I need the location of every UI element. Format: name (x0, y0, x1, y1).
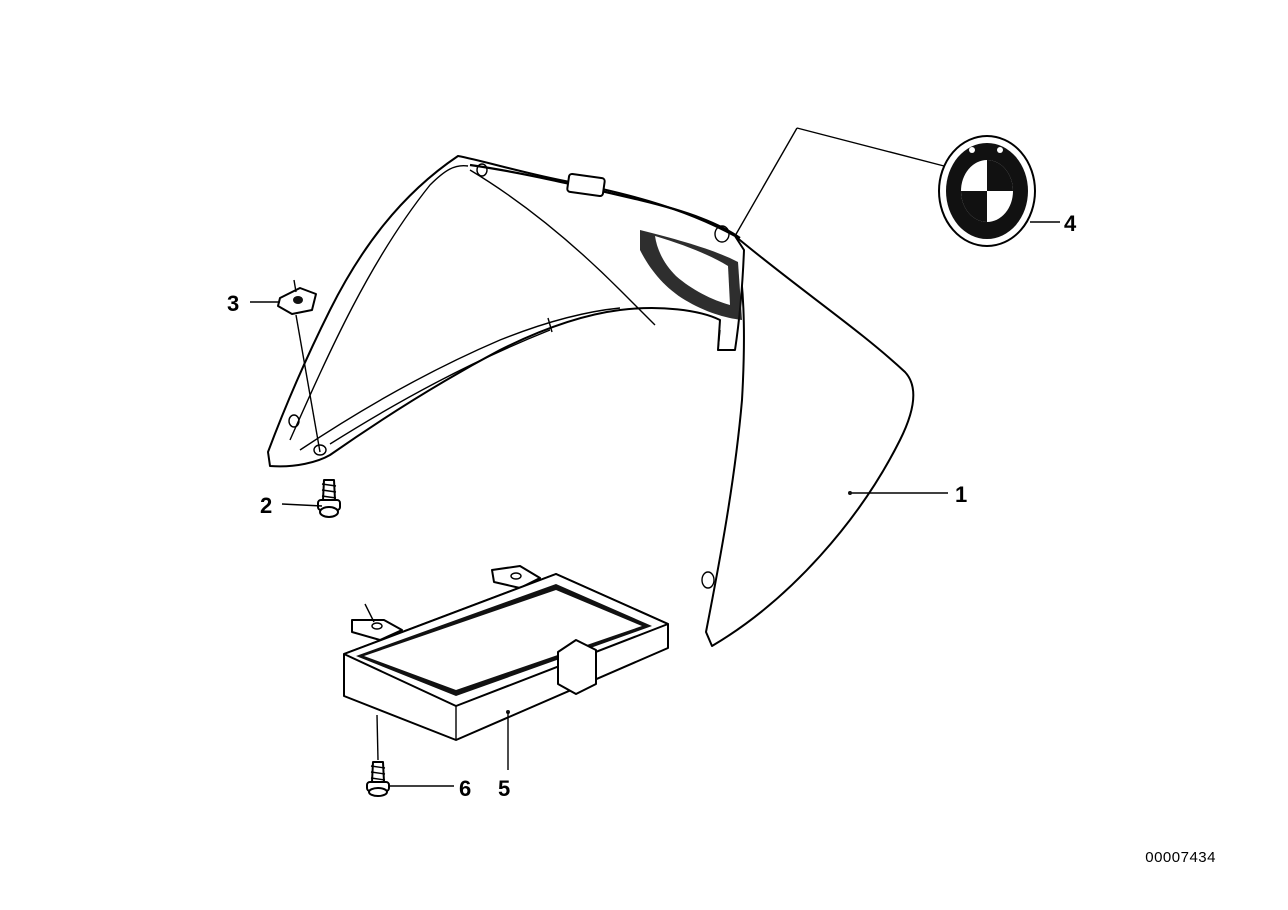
screw-lower (366, 714, 390, 797)
clip-nut (277, 279, 317, 315)
callout-6: 6 (459, 776, 471, 801)
callout-4: 4 (1064, 211, 1077, 236)
clip-leader (295, 314, 321, 453)
storage-tray (343, 565, 669, 741)
callout-leaders (250, 221, 1060, 787)
emblem-leaders (734, 127, 945, 237)
emblem-badge (938, 135, 1036, 247)
reference-number: 00007434 (1145, 849, 1216, 866)
callout-1: 1 (955, 482, 967, 507)
fairing-part (267, 155, 915, 647)
callout-3: 3 (227, 291, 239, 316)
callout-2: 2 (260, 493, 272, 518)
callout-5: 5 (498, 776, 510, 801)
screw-upper (317, 479, 341, 518)
